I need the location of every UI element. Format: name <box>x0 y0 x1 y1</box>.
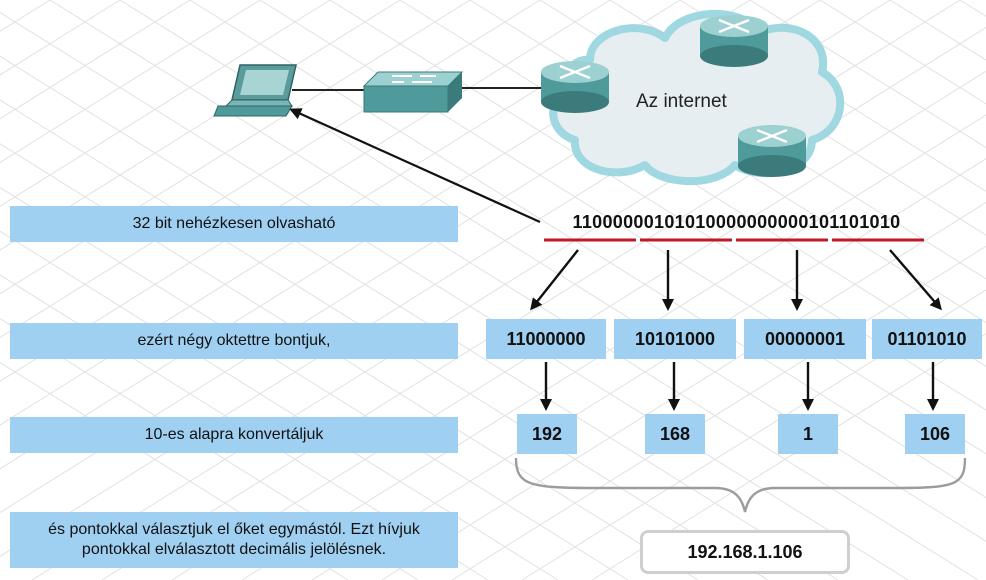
curly-brace <box>514 457 967 513</box>
arrow-split-4 <box>889 249 942 311</box>
router-icon <box>700 15 768 67</box>
decimal-box-2: 168 <box>645 414 705 454</box>
dotted-decimal-result: 192.168.1.106 <box>640 530 850 574</box>
internet-label: Az internet <box>636 91 727 112</box>
row-label-dotted: és pontokkal választjuk el őket egymástó… <box>10 512 458 568</box>
row-label-32bit: 32 bit nehézkesen olvasható <box>10 206 458 242</box>
arrow-split-1 <box>530 249 579 311</box>
router-icon <box>738 125 806 177</box>
switch-icon <box>362 71 464 113</box>
row-label-convert: 10-es alapra konvertáljuk <box>10 417 458 453</box>
octet-box-3: 00000001 <box>744 319 866 359</box>
laptop-icon <box>213 64 297 117</box>
binary-address: 11000000101010000000000101101010 <box>572 212 901 232</box>
row-label-octets: ezért négy oktettre bontjuk, <box>10 323 458 359</box>
octet-box-2: 10101000 <box>614 319 736 359</box>
row-label-dotted-line1: és pontokkal választjuk el őket egymástó… <box>48 521 420 538</box>
decimal-box-3: 1 <box>778 414 838 454</box>
octet-box-4: 01101010 <box>872 319 982 359</box>
decimal-box-1: 192 <box>517 414 577 454</box>
arrow-to-laptop <box>289 108 541 224</box>
decimal-box-4: 106 <box>905 414 965 454</box>
router-icon <box>541 61 609 113</box>
row-label-dotted-line2: pontokkal elválasztott decimális jelölés… <box>81 541 387 558</box>
octet-box-1: 11000000 <box>486 319 606 359</box>
